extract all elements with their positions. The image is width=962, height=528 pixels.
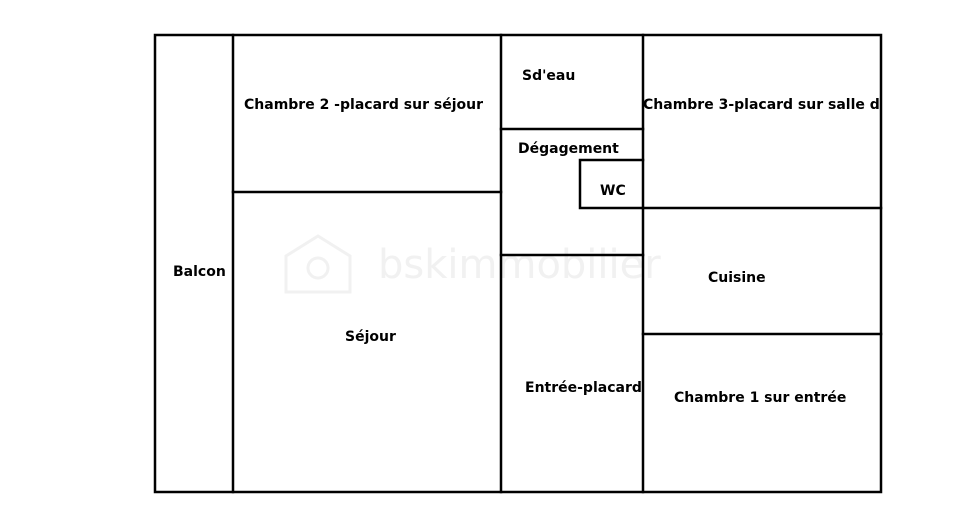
watermark-text: bskimmobilier xyxy=(378,242,661,288)
room-labels: Balcon Chambre 2 -placard sur séjour Séj… xyxy=(173,68,913,406)
room-cuisine: Cuisine xyxy=(708,270,766,286)
watermark-logo-icon xyxy=(284,234,352,294)
room-wc: WC xyxy=(600,183,626,199)
room-sdeau: Sd'eau xyxy=(522,68,575,84)
room-sejour: Séjour xyxy=(345,329,396,345)
room-balcon: Balcon xyxy=(173,264,226,280)
wall-wc xyxy=(578,158,645,210)
outer-wall xyxy=(153,33,883,494)
room-chambre-1: Chambre 1 sur entrée xyxy=(674,390,846,406)
watermark: bskimmobilier xyxy=(284,234,661,294)
room-entree: Entrée-placard xyxy=(525,380,642,396)
room-chambre-3: Chambre 3-placard sur salle d'eau xyxy=(643,97,913,113)
walls xyxy=(153,33,883,494)
room-chambre-2: Chambre 2 -placard sur séjour xyxy=(244,97,483,113)
room-degagement: Dégagement xyxy=(518,141,619,157)
